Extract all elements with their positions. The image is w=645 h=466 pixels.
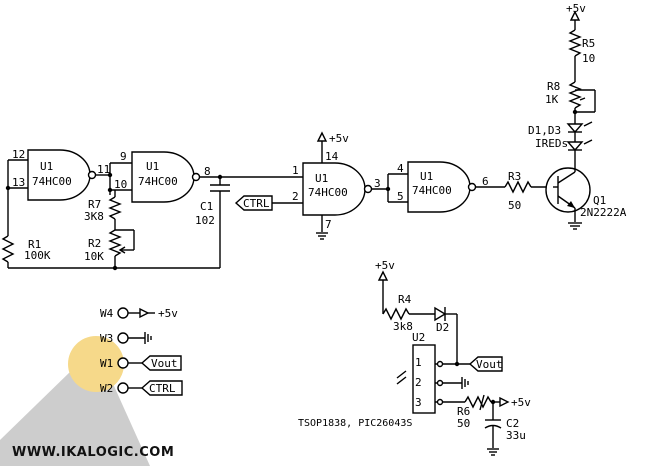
connector-w3-label: W3 bbox=[100, 332, 113, 345]
u2-pin2: 2 bbox=[415, 376, 422, 389]
connector-w1-label: W1 bbox=[100, 357, 113, 370]
r4-name: R4 bbox=[398, 293, 412, 306]
r6-resistor bbox=[464, 395, 492, 409]
r1-name: R1 bbox=[28, 238, 41, 251]
r8-value: 1K bbox=[545, 93, 559, 106]
spotlight-beam bbox=[0, 366, 150, 466]
c1-value: 102 bbox=[195, 214, 215, 227]
connector-w2-label: W2 bbox=[100, 382, 113, 395]
gate2-part: 74HC00 bbox=[138, 175, 178, 188]
q1-transistor: Q1 2N2222A bbox=[545, 150, 627, 222]
r7-name: R7 bbox=[88, 198, 101, 211]
connector-w4-target: +5v bbox=[158, 307, 178, 320]
r2-name: R2 bbox=[88, 237, 101, 250]
nand-gate-1: U1 74HC00 12 13 11 bbox=[8, 148, 110, 201]
gate3-part: 74HC00 bbox=[308, 186, 348, 199]
r4-value: 3k8 bbox=[393, 320, 413, 333]
r2-potentiometer bbox=[108, 229, 122, 257]
r8-name: R8 bbox=[547, 80, 560, 93]
r7-value: 3K8 bbox=[84, 210, 104, 223]
c2-value: 33u bbox=[506, 429, 526, 442]
r3-value: 50 bbox=[508, 199, 521, 212]
gate2-label: U1 bbox=[146, 160, 159, 173]
spotlight-highlight bbox=[68, 336, 124, 392]
svg-text:Vout: Vout bbox=[476, 358, 503, 371]
r5-resistor bbox=[568, 29, 582, 57]
watermark: WWW.IKALOGIC.COM bbox=[12, 445, 174, 460]
gate1-part: 74HC00 bbox=[32, 175, 72, 188]
gate4-part: 74HC00 bbox=[412, 184, 452, 197]
gate2-pin-out: 8 bbox=[204, 165, 211, 178]
top-vcc-label: +5v bbox=[566, 2, 586, 15]
gate3-pin-gnd: 7 bbox=[325, 218, 332, 231]
u2-out-vcc-label: +5v bbox=[511, 396, 531, 409]
ctrl-net-label: CTRL bbox=[234, 195, 273, 211]
r4-resistor bbox=[382, 307, 410, 321]
r3-name: R3 bbox=[508, 170, 521, 183]
u2-name: U2 bbox=[412, 331, 425, 344]
u2-pin1: 1 bbox=[415, 356, 422, 369]
u2-ir-receiver: 1 2 3 U2 bbox=[396, 331, 436, 414]
gate1-pin-b: 13 bbox=[12, 176, 25, 189]
gate4-pin-a: 4 bbox=[397, 162, 404, 175]
connector-w2-target: CTRL bbox=[149, 382, 176, 395]
r5-name: R5 bbox=[582, 37, 595, 50]
r6-value: 50 bbox=[457, 417, 470, 430]
connector-block: W4 +5v W3 W1 Vout W2 CTRL bbox=[100, 307, 183, 396]
gate4-pin-b: 5 bbox=[397, 190, 404, 203]
leds-name: D1,D3 bbox=[528, 124, 561, 137]
gate3-pin-out: 3 bbox=[374, 177, 381, 190]
gate2-pin-b: 10 bbox=[114, 178, 127, 191]
u2-part-caption: TSOP1838, PIC26043S bbox=[298, 418, 412, 429]
r7-resistor bbox=[108, 196, 122, 220]
u2-pin3: 3 bbox=[415, 396, 422, 409]
nand-gate-4: U1 74HC00 4 5 6 bbox=[397, 161, 505, 213]
gate3-pin-b: 2 bbox=[292, 190, 299, 203]
connector-w4-label: W4 bbox=[100, 307, 114, 320]
r2-value: 10K bbox=[84, 250, 104, 263]
gate4-label: U1 bbox=[420, 170, 433, 183]
leds-value: IREDs bbox=[535, 137, 568, 150]
q1-name: Q1 bbox=[593, 194, 606, 207]
r1-value: 100K bbox=[24, 249, 51, 262]
d2-diode: D2 bbox=[434, 306, 449, 334]
gate1-pin-a: 12 bbox=[12, 148, 25, 161]
u2-vcc-label: +5v bbox=[375, 259, 395, 272]
nand-gate-2: U1 74HC00 9 10 8 bbox=[110, 150, 220, 203]
c1-name: C1 bbox=[200, 200, 213, 213]
ired-leds: D1,D3 IREDs bbox=[528, 121, 593, 152]
gate4-pin-out: 6 bbox=[482, 175, 489, 188]
c2-name: C2 bbox=[506, 417, 519, 430]
svg-text:CTRL: CTRL bbox=[243, 197, 270, 210]
gate3-vcc-label: +5v bbox=[329, 132, 349, 145]
d2-name: D2 bbox=[436, 321, 449, 334]
gate3-label: U1 bbox=[315, 172, 328, 185]
r3-resistor bbox=[504, 180, 532, 194]
gate2-pin-a: 9 bbox=[120, 150, 127, 163]
nand-gate-3: U1 74HC00 1 2 3 14 7 bbox=[292, 148, 388, 232]
gate1-pin-out: 11 bbox=[97, 163, 110, 176]
r6-name: R6 bbox=[457, 405, 470, 418]
r5-value: 10 bbox=[582, 52, 595, 65]
gate3-pin-a: 1 bbox=[292, 164, 299, 177]
u2-vout-label: Vout bbox=[468, 356, 503, 372]
gate3-pin-vcc: 14 bbox=[325, 150, 339, 163]
r8-potentiometer bbox=[568, 81, 582, 109]
connector-w1-target: Vout bbox=[151, 357, 178, 370]
r1-resistor bbox=[1, 235, 15, 263]
gate1-label: U1 bbox=[40, 160, 53, 173]
q1-value: 2N2222A bbox=[580, 206, 627, 219]
